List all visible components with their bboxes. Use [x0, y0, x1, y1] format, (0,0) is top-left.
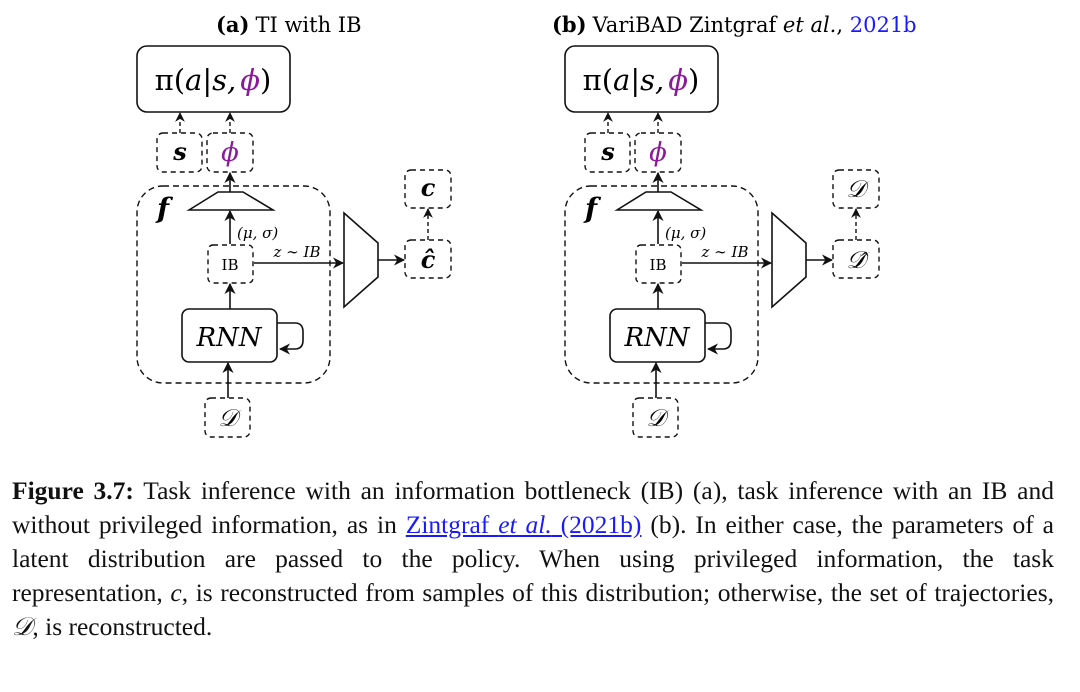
- citation-link[interactable]: 2021b: [850, 13, 917, 37]
- svg-text:π(a|s,ϕ): π(a|s,ϕ): [583, 63, 700, 97]
- reconstruction-node: 𝒟̂: [832, 208, 880, 279]
- svg-text:ĉ: ĉ: [421, 245, 436, 274]
- phi-node: ϕ: [634, 112, 682, 173]
- svg-text:RNN: RNN: [623, 323, 690, 353]
- citation-link[interactable]: Zintgraf et al. (2021b): [405, 510, 642, 539]
- caption-text: (b). In either case, the parameters of a…: [12, 510, 1054, 607]
- svg-text:IB: IB: [222, 256, 239, 274]
- caption-text: , is reconstructed from samples of this …: [181, 578, 1054, 607]
- input-node: 𝒟: [632, 361, 679, 438]
- policy-box: π(a|s,ϕ): [564, 45, 719, 113]
- input-node: 𝒟: [204, 361, 251, 438]
- svg-text:𝒟: 𝒟: [218, 404, 242, 432]
- phi-node: ϕ: [206, 112, 254, 173]
- figure: (a)TI with IB π(a|s,ϕ) s ϕ f: [136, 12, 917, 438]
- math-d: 𝒟: [12, 612, 33, 641]
- state-node: s: [584, 112, 631, 173]
- panel-b: (b)VariBAD Zintgraf et al., 2021b π(a|s,…: [552, 12, 917, 438]
- svg-text:𝒟̂: 𝒟̂: [846, 246, 870, 274]
- svg-text:IB: IB: [650, 256, 667, 274]
- panel-title: (b)VariBAD Zintgraf et al., 2021b: [552, 12, 917, 37]
- figure-caption: Figure 3.7: Task inference with an infor…: [12, 474, 1054, 644]
- svg-text:𝒟: 𝒟: [846, 175, 870, 203]
- encoder-f: f (μ, σ) IB RNN: [564, 171, 759, 384]
- svg-text:c: c: [421, 173, 436, 202]
- svg-text:s: s: [172, 137, 187, 166]
- svg-text:(μ, σ): (μ, σ): [237, 224, 278, 242]
- panel-a: (a)TI with IB π(a|s,ϕ) s ϕ f: [136, 12, 452, 438]
- svg-text:(μ, σ): (μ, σ): [665, 224, 706, 242]
- svg-text:π(a|s,ϕ): π(a|s,ϕ): [155, 63, 272, 97]
- caption-text: , is reconstructed.: [32, 612, 213, 641]
- decoder: [771, 211, 807, 309]
- state-node: s: [156, 112, 203, 173]
- sample-label: z ∼ IB: [273, 243, 321, 261]
- svg-text:𝒟: 𝒟: [646, 404, 670, 432]
- svg-text:f: f: [155, 192, 174, 225]
- encoder-f: f (μ, σ) IB RNN: [136, 171, 331, 384]
- svg-text:RNN: RNN: [195, 323, 262, 353]
- caption-label: Figure 3.7:: [12, 476, 134, 505]
- svg-text:ϕ: ϕ: [649, 138, 667, 168]
- math-c: c: [170, 578, 182, 607]
- svg-text:ϕ: ϕ: [221, 138, 239, 168]
- target-node: 𝒟: [832, 169, 880, 209]
- caption-text: Task inference with an information bottl…: [12, 476, 1055, 539]
- svg-text:f: f: [583, 192, 602, 225]
- decoder: [343, 211, 379, 309]
- sample-label: z ∼ IB: [701, 243, 749, 261]
- policy-box: π(a|s,ϕ): [136, 45, 291, 113]
- panel-title: (a)TI with IB: [216, 12, 362, 37]
- reconstruction-node: ĉ: [404, 208, 452, 279]
- target-node: c: [404, 169, 452, 209]
- svg-text:s: s: [600, 137, 615, 166]
